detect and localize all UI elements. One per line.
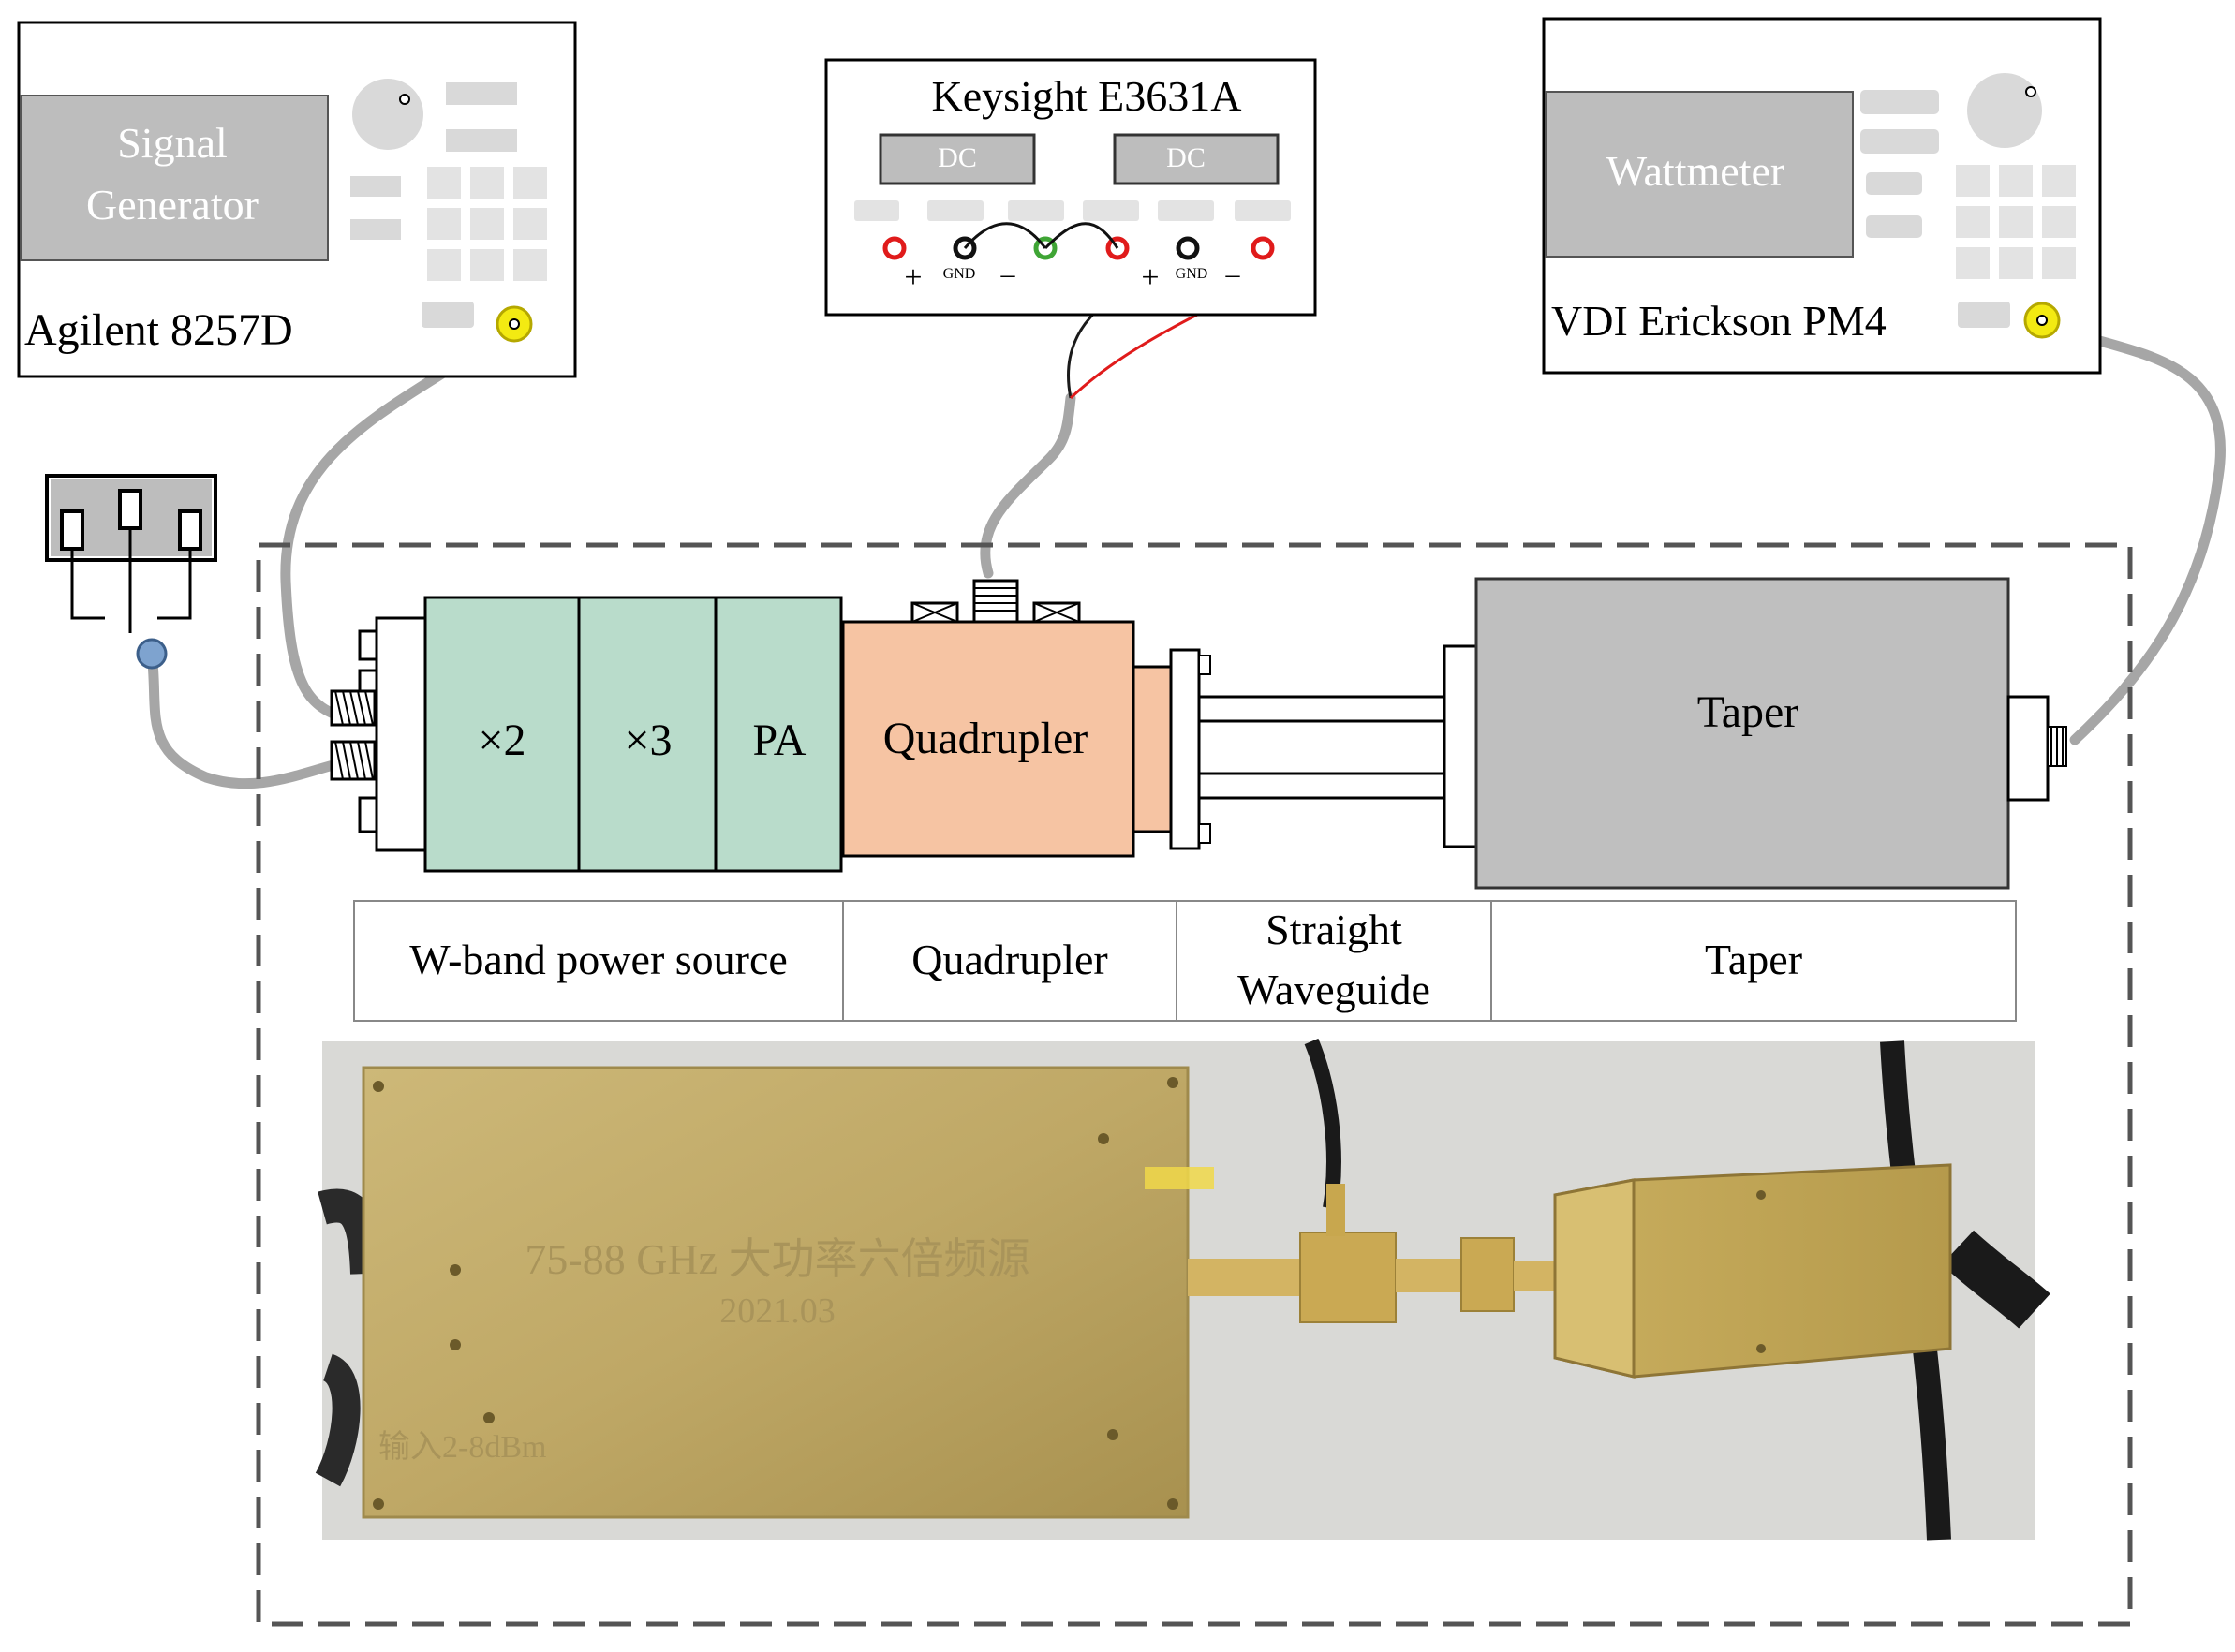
terminal-red-icon — [1251, 236, 1275, 260]
wattmeter-screen — [1545, 91, 1854, 258]
wattmeter-model-label: VDI Erickson PM4 — [1551, 297, 1887, 345]
quadrupler-label: Quadrupler — [883, 714, 1088, 763]
engraving-text: 2021.03 — [719, 1291, 836, 1331]
pa-label: PA — [753, 715, 807, 765]
caption-w-band-power-source: W-band power source — [409, 936, 788, 983]
caption-straight-waveguide: Waveguide — [1237, 966, 1430, 1013]
quadrupler-block: Quadrupler — [841, 579, 1211, 858]
signal-generator: Signal Generator Agilent 8257D — [17, 21, 577, 378]
knob-indicator — [2025, 86, 2036, 97]
keypad — [1956, 165, 2076, 279]
terminal-black-icon — [1176, 236, 1200, 260]
bias-cable-gray — [980, 392, 1076, 579]
psu-buttons — [854, 200, 1291, 221]
rf-cable-power-plug — [146, 648, 366, 789]
dc-display — [1113, 133, 1280, 185]
x2-multiplier-block — [423, 596, 581, 873]
signal-generator-screen-label: Generator — [86, 181, 259, 229]
terminal-red-icon — [882, 236, 907, 260]
knob-icon — [1967, 73, 2042, 148]
key-button — [1958, 302, 2010, 328]
terminal-gnd-label: GND — [1176, 266, 1208, 282]
wattmeter-screen-label: Wattmeter — [1606, 147, 1784, 195]
x3-label: ×3 — [624, 715, 672, 765]
x3-multiplier-block — [577, 596, 718, 873]
signal-generator-model-label: Agilent 8257D — [24, 305, 293, 355]
power-plug-icon — [45, 474, 217, 670]
component-caption-table: W-band power source Quadrupler Straight … — [353, 900, 2017, 1022]
caption-taper: Taper — [1705, 936, 1802, 983]
caption-quadrupler: Quadrupler — [911, 936, 1107, 983]
x2-label: ×2 — [478, 715, 525, 765]
terminal-plus-label: + — [904, 260, 922, 295]
terminal-gnd-label: GND — [943, 266, 976, 282]
key-button — [446, 129, 517, 152]
taper-block: Taper — [1474, 577, 2067, 890]
taper-label: Taper — [1697, 687, 1799, 737]
setup-enclosure — [256, 542, 2133, 1627]
jumper-wire — [963, 222, 1047, 249]
w-band-power-source-block: ×2 ×3 PA — [330, 596, 843, 873]
knob-icon — [352, 79, 423, 150]
quadrupler-photo — [1299, 1232, 1397, 1323]
power-supply: Keysight E3631A DC DC + GND – + GND – — [824, 58, 1317, 317]
dc-display — [879, 133, 1036, 185]
setup-photo: 75-88 GHz 大功率六倍频源 2021.03 输入2-8dBm — [315, 1038, 2050, 1541]
terminal-minus-label: – — [1225, 258, 1241, 289]
dc-display-label: DC — [1166, 142, 1206, 173]
keypad — [427, 167, 547, 281]
knob-indicator — [399, 94, 410, 105]
rf-cable-wattmeter — [2041, 317, 2226, 745]
terminal-minus-label: – — [1000, 258, 1016, 289]
dc-display-label: DC — [938, 142, 977, 173]
caption-straight-waveguide: Straight — [1266, 906, 1402, 953]
engraving-text: 75-88 GHz 大功率六倍频源 — [525, 1235, 1029, 1283]
straight-waveguide — [1197, 644, 1478, 848]
w-band-source-photo — [362, 1066, 1190, 1519]
terminal-plus-label: + — [1141, 260, 1159, 295]
rf-output-connector-center — [509, 318, 520, 330]
sensor-connector-center — [2036, 315, 2048, 326]
power-supply-model-label: Keysight E3631A — [932, 72, 1242, 120]
wattmeter: Wattmeter VDI Erickson PM4 — [1542, 17, 2102, 375]
wattmeter-buttons — [1860, 90, 1939, 238]
key-button — [350, 176, 401, 197]
engraving-text: 输入2-8dBm — [378, 1429, 546, 1465]
key-button — [422, 302, 474, 328]
key-button — [350, 219, 401, 240]
power-amplifier-block — [714, 596, 843, 873]
jumper-wire — [1043, 222, 1119, 250]
signal-generator-screen — [20, 95, 329, 261]
signal-generator-screen-label: Signal — [117, 119, 228, 167]
key-button — [446, 82, 517, 105]
